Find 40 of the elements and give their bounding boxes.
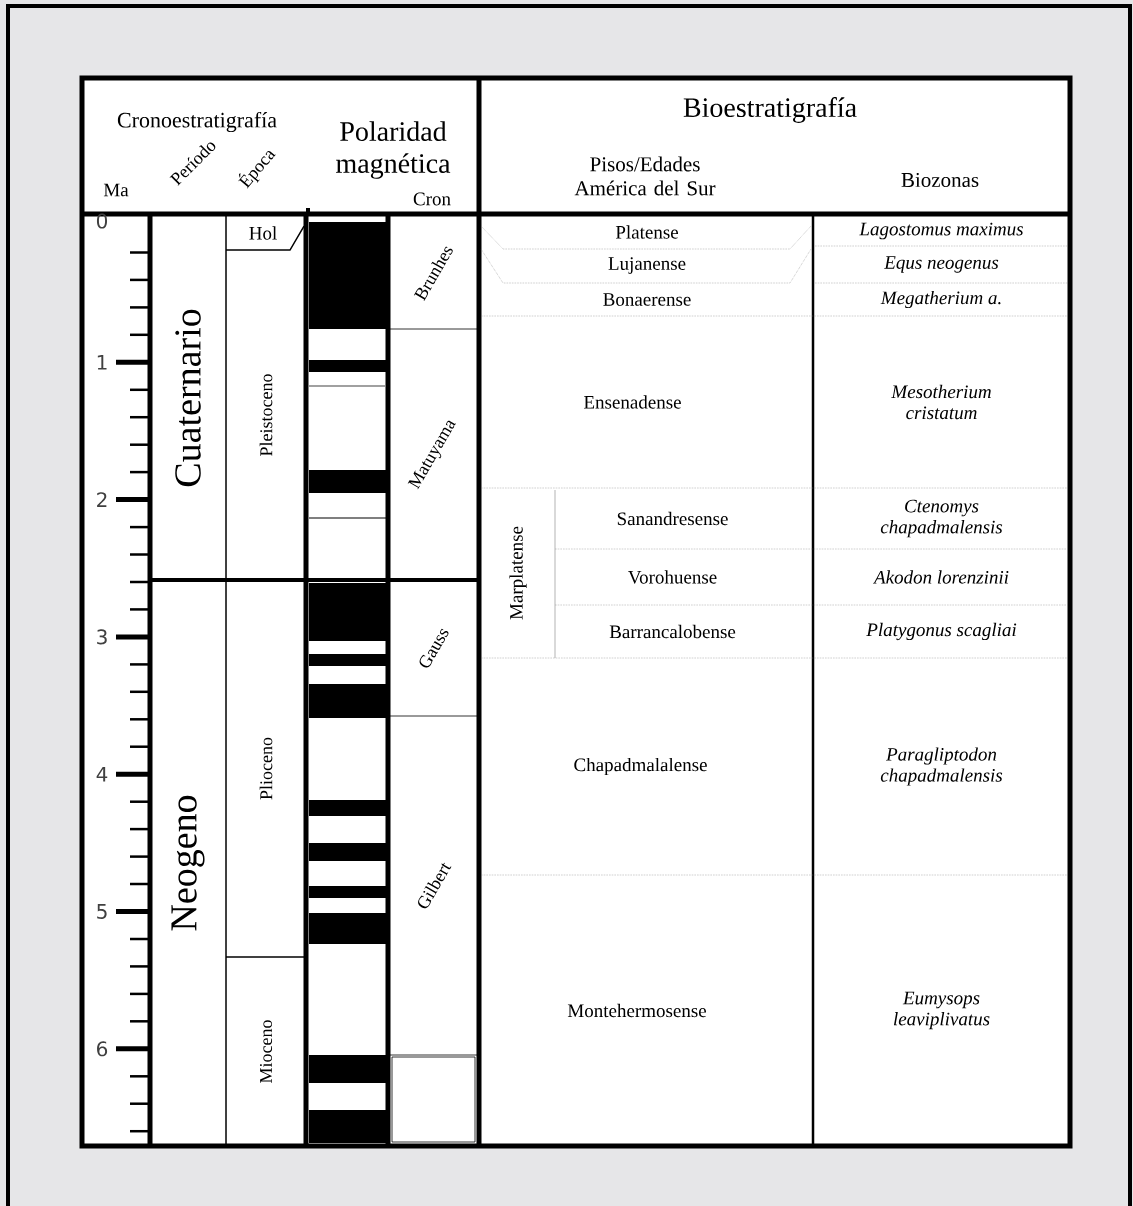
age-number: 4 [96,766,108,782]
age-number: 6 [97,1041,108,1057]
epoch-cell: Mioceno [259,1020,273,1083]
biozone-cell: Platygonus scagliai [866,622,1017,641]
biozone-cell: Ctenomys chapadmalensis [880,499,1003,538]
column-label: Biozonas [901,172,979,188]
biozone-cell: Mesotherium cristatum [891,384,991,420]
age-number: 2 [97,492,107,508]
epoch-cell: Pleistoceno [259,374,273,456]
epoch-cell: Hol [225,225,305,251]
biozone-cell: Akodon lorenzinii [873,570,1009,584]
column-label: Cron [413,192,451,206]
stage-cell: Vorohuense [628,570,717,584]
age-number: 3 [97,629,107,645]
period-cell: Neogeno [171,795,205,931]
stage-cell: Lujanense [608,257,686,274]
heading: Cronoestratigrafía [117,111,277,133]
age-number: 1 [97,355,107,370]
heading: Bioestratigrafía [683,97,857,123]
biozone-cell: Megatherium a. [880,290,1001,309]
age-number: 0 [96,213,108,229]
stage-cell: Chapadmalalense [574,757,707,776]
biozone-cell: Paragliptodon chapadmalensis [880,747,1003,786]
biozone-cell: Lagostomus maximus [859,222,1023,240]
stage-cell: Barrancalobense [609,624,736,639]
age-number: 5 [97,904,107,919]
stage-cell: Bonaerense [603,293,691,306]
stage-cell: Ensenadense [584,395,681,409]
column-label: Pisos/Edades América del Sur [574,156,716,196]
biozone-cell: Equs neogenus [884,256,999,273]
period-cell: Cuaternario [175,309,201,487]
stage-cell: Platense [615,225,678,239]
heading: Polaridad magnética [336,121,451,179]
epoch-cell: Plioceno [259,737,273,800]
stage-group-cell: Marplatense [509,526,527,620]
stage-cell: Montehermosense [567,1003,706,1018]
chron-cell [391,1056,476,1143]
biozone-cell: Eumysops leaviplivatus [893,991,990,1030]
stage-cell: Sanandresense [617,511,728,526]
column-label: Ma [103,183,129,197]
